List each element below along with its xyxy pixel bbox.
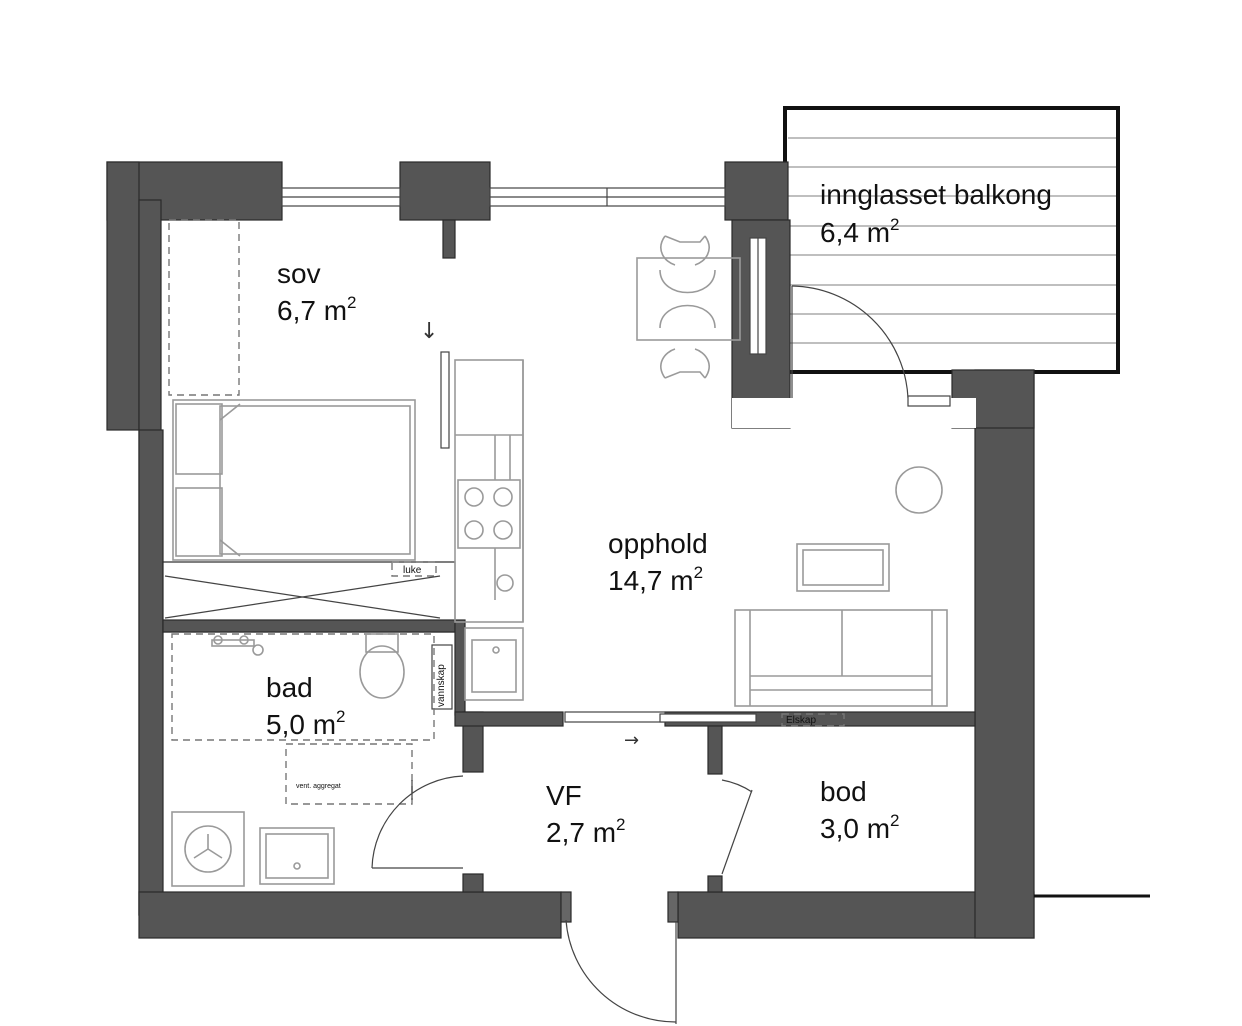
balcony-area: 6,4 m2 xyxy=(820,215,900,248)
sov-area: 6,7 m2 xyxy=(277,293,357,326)
vf-name: VF xyxy=(546,780,582,811)
svg-text:→: → xyxy=(624,730,639,751)
dining-table xyxy=(636,235,741,379)
balcony xyxy=(783,106,1120,374)
windows xyxy=(281,187,767,355)
bad-name: bad xyxy=(266,672,313,703)
opphold-name: opphold xyxy=(608,528,708,559)
balcony-name: innglasset balkong xyxy=(820,179,1052,210)
bathroom: vent. aggregat xyxy=(171,633,464,887)
vannskap-label: vannskap xyxy=(436,664,447,707)
sov-name: sov xyxy=(277,258,321,289)
luke-label: luke xyxy=(403,565,422,576)
room-labels: innglasset balkong 6,4 m2 sov 6,7 m2 opp… xyxy=(266,179,1052,848)
doors: → Elskap xyxy=(564,285,1150,1024)
kitchen: vannskap xyxy=(431,359,524,710)
bad-area: 5,0 m2 xyxy=(266,707,346,740)
bod-area: 3,0 m2 xyxy=(820,811,900,844)
vf-area: 2,7 m2 xyxy=(546,815,626,848)
bod-name: bod xyxy=(820,776,867,807)
living-furniture xyxy=(734,466,948,707)
opphold-area: 14,7 m2 xyxy=(608,563,703,596)
elskap-label: Elskap xyxy=(786,715,816,726)
vent-label: vent. aggregat xyxy=(296,783,341,790)
svg-text:↓: ↓ xyxy=(420,319,438,344)
walls xyxy=(106,161,1035,939)
bedroom: ↓ luke xyxy=(164,219,450,619)
